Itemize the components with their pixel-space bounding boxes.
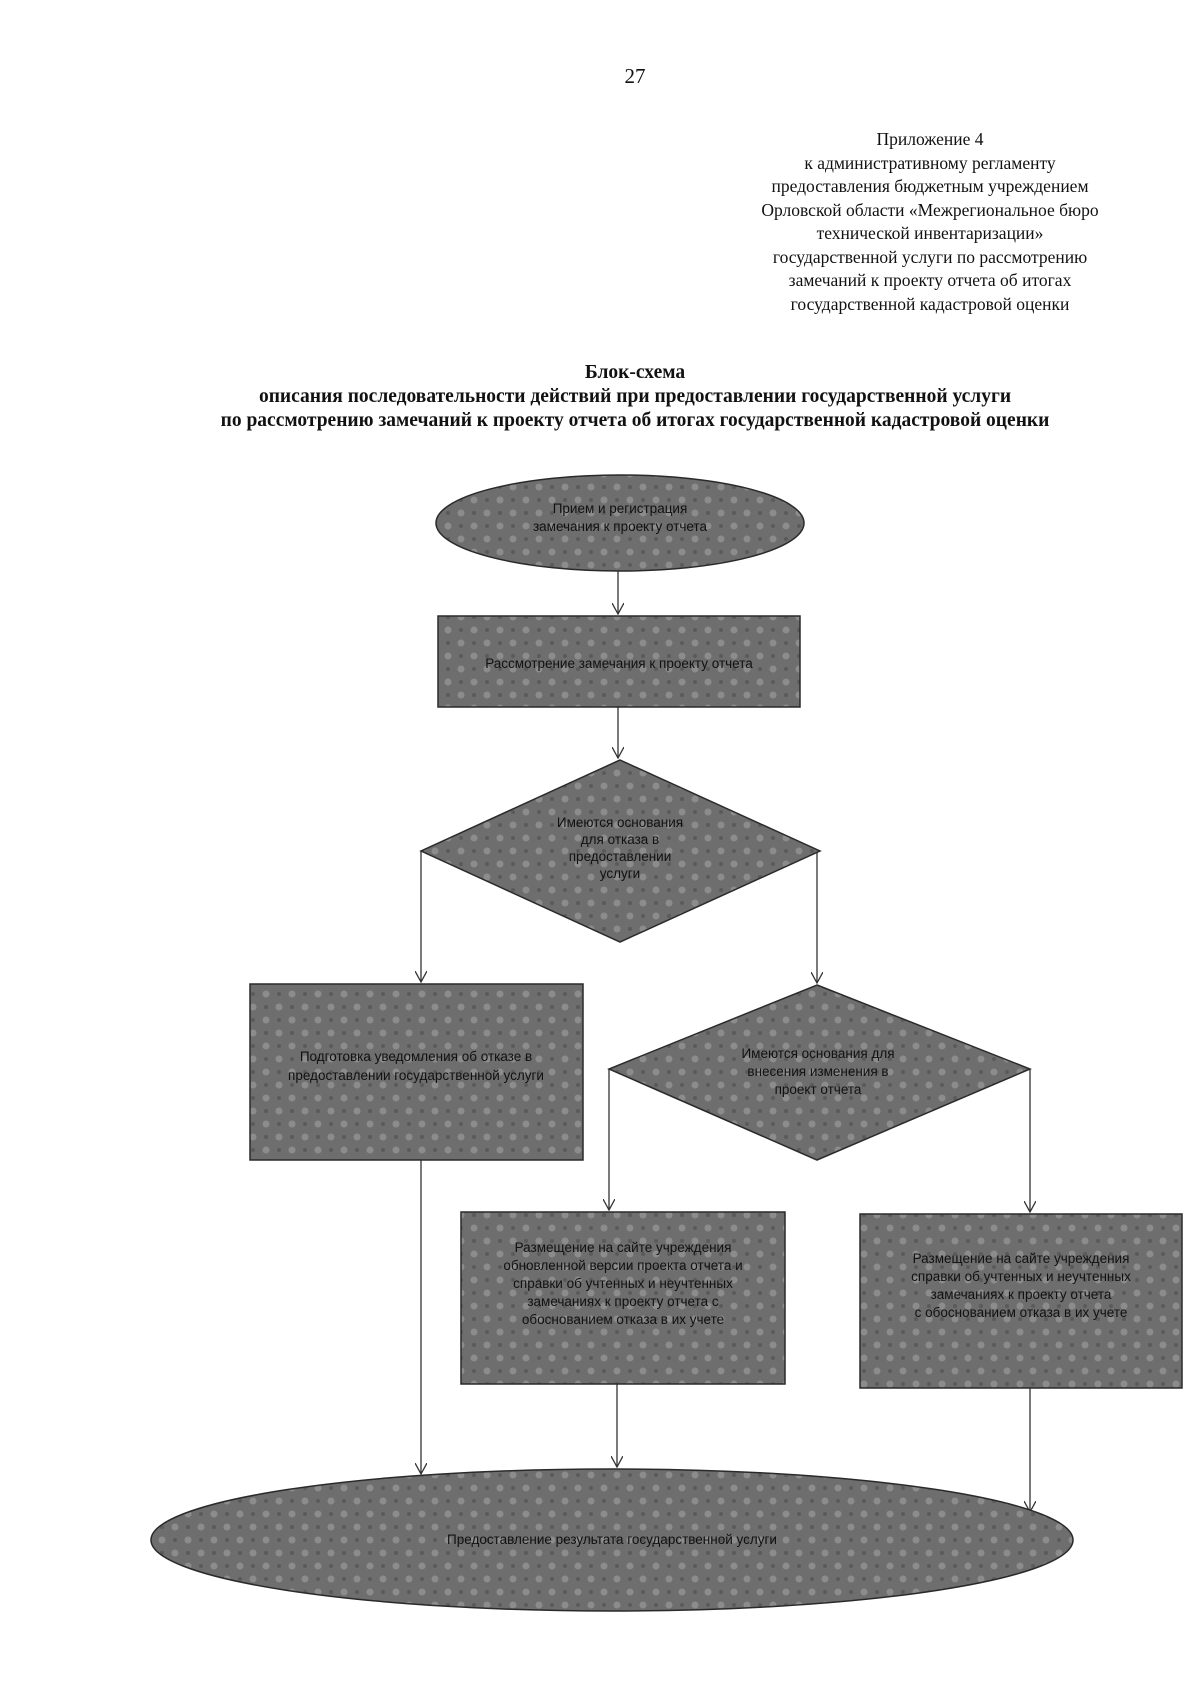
page-number: 27 xyxy=(624,64,646,88)
node-text-line: Предоставление результата государственно… xyxy=(447,1532,777,1547)
appendix-line: Орловской области «Межрегиональное бюро xyxy=(761,199,1099,220)
title-line: Блок-схема xyxy=(584,362,686,383)
node-text-line: Прием и регистрация xyxy=(553,501,688,516)
node-text-line: замечаниях к проекту отчета с xyxy=(527,1294,719,1309)
title-line: по рассмотрению замечаний к проекту отче… xyxy=(220,410,1050,431)
node-text-line: Имеются основания для xyxy=(741,1046,894,1061)
node-text-line: Подготовка уведомления об отказе в xyxy=(300,1049,532,1064)
start-node: Прием и регистрация замечания к проекту … xyxy=(435,474,805,572)
document-title: Блок-схема описания последовательности д… xyxy=(0,361,1200,433)
appendix-line: Приложение 4 xyxy=(876,129,984,149)
node-text-line: Рассмотрение замечания к проекту отчета xyxy=(485,656,753,671)
node-text-line: с обоснованием отказа в их учете xyxy=(915,1305,1128,1320)
appendix-line: предоставления бюджетным учреждением xyxy=(771,176,1089,196)
node-text-line: обоснованием отказа в их учете xyxy=(522,1312,724,1327)
node-text-line: замечаниях к проекту отчета xyxy=(931,1287,1112,1302)
node-text-line: Размещение на сайте учреждения xyxy=(913,1251,1130,1266)
node-text-line: предоставлении xyxy=(569,849,672,864)
appendix-line: технической инвентаризации» xyxy=(816,223,1044,243)
node-text-line: предоставлении государственной услуги xyxy=(288,1068,544,1083)
refusal-notice-node: Подготовка уведомления об отказе в предо… xyxy=(249,983,584,1161)
appendix-line: государственной кадастровой оценки xyxy=(790,293,1070,314)
publish-reference-node: Размещение на сайте учреждения справки о… xyxy=(859,1213,1183,1389)
node-text-line: проект отчета xyxy=(775,1082,862,1097)
node-text-line: для отказа в xyxy=(581,832,659,847)
appendix-line: государственной услуги по рассмотрению xyxy=(772,246,1088,267)
appendix-header: Приложение 4 к административному регламе… xyxy=(700,128,1160,316)
end-node: Предоставление результата государственно… xyxy=(150,1468,1074,1612)
decision-refusal-node: Имеются основания для отказа в предостав… xyxy=(419,759,822,943)
node-text-line: справки об учтенных и неучтенных xyxy=(513,1276,733,1291)
review-node: Рассмотрение замечания к проекту отчета xyxy=(437,615,801,708)
node-text-line: Имеются основания xyxy=(557,815,683,830)
node-text-line: обновленной версии проекта отчета и xyxy=(503,1258,742,1273)
node-text-line: услуги xyxy=(600,866,640,881)
publish-updated-node: Размещение на сайте учреждения обновленн… xyxy=(460,1211,786,1385)
node-text-line: справки об учтенных и неучтенных xyxy=(911,1269,1131,1284)
node-text-line: Размещение на сайте учреждения xyxy=(515,1240,732,1255)
appendix-line: к административному регламенту xyxy=(804,152,1056,173)
title-line: описания последовательности действий при… xyxy=(258,386,1012,407)
node-text-line: замечания к проекту отчета xyxy=(533,519,708,534)
appendix-line: замечаний к проекту отчета об итогах xyxy=(788,270,1072,290)
decision-changes-node: Имеются основания для внесения изменения… xyxy=(607,984,1032,1161)
node-text-line: внесения изменения в xyxy=(747,1064,888,1079)
